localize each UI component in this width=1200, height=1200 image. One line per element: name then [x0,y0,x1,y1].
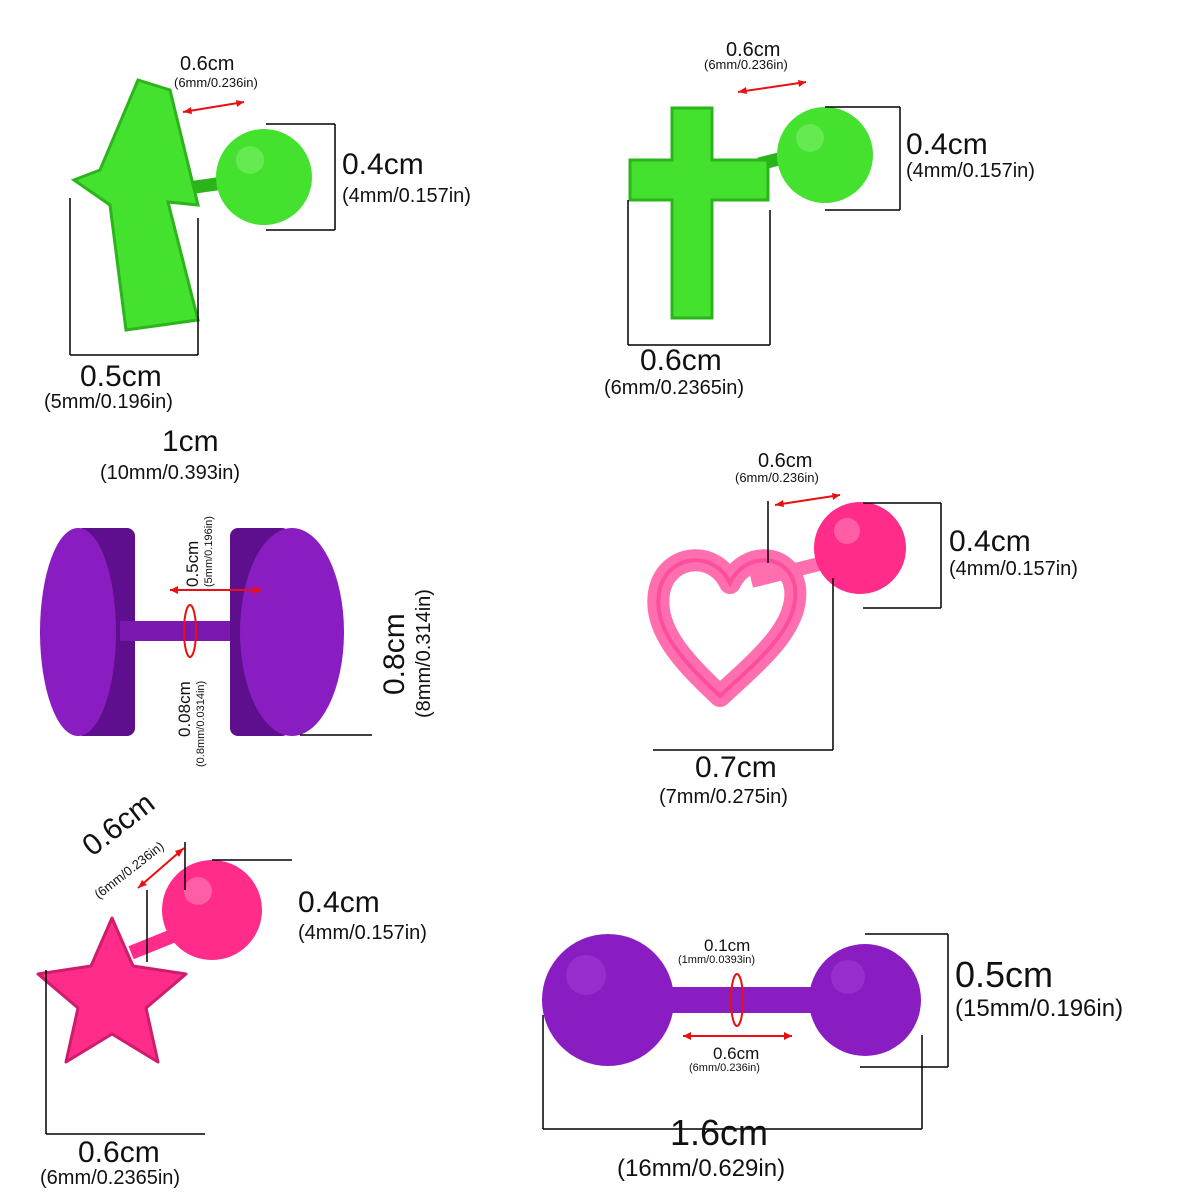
heart-right-sub: (4mm/0.157in) [949,558,1078,580]
cross-bottom-label: 0.6cm [640,344,722,377]
cross-icon [627,80,901,346]
lightning-top-label: 0.6cm [180,53,235,75]
cross-top-sub: (6mm/0.236in) [704,57,788,72]
plug-inner-top-sub: (5mm/0.196in) [203,516,215,587]
cross-right-sub: (4mm/0.157in) [906,160,1035,182]
panel-cross: 0.6cm (6mm/0.236in) 0.4cm (4mm/0.157in) … [600,40,1075,412]
plug-top-label: 1cm [162,425,219,458]
heart-bottom-label: 0.7cm [695,751,777,784]
plug-right-label: 0.8cm [378,613,411,695]
barbell-inner-top-label: 0.1cm [704,936,751,955]
cross-top-label: 0.6cm [726,39,781,61]
barbell-icon [542,933,949,1130]
panel-heart: 0.6cm (6mm/0.236in) 0.4cm (4mm/0.157in) … [625,423,1115,808]
cross-bottom-sub: (6mm/0.2365in) [604,377,745,399]
lightning-bottom-sub: (5mm/0.196in) [44,391,173,413]
plug-top-sub: (10mm/0.393in) [100,462,241,484]
heart-icon [647,493,942,751]
barbell-bottom-label: 1.6cm [670,1112,769,1153]
plug-inner-bottom-sub: (0.8mm/0.0314in) [195,680,207,767]
star-right-sub: (4mm/0.157in) [298,922,427,944]
lightning-right-sub: (4mm/0.157in) [342,185,471,207]
barbell-bottom-sub: (16mm/0.629in) [617,1155,786,1182]
heart-top-label: 0.6cm [758,450,813,472]
panel-lightning: 0.6cm (6mm/0.236in) 0.4cm (4mm/0.157in) … [40,40,515,412]
panel-star: 0.6cm (6mm/0.236in) 0.4cm (4mm/0.157in) … [0,786,475,1200]
barbell-inner-top-sub: (1mm/0.0393in) [678,954,756,966]
heart-top-sub: (6mm/0.236in) [735,470,819,485]
lightning-bottom-label: 0.5cm [80,360,162,393]
plug-right-sub: (8mm/0.314in) [413,589,435,718]
plug-inner-top-label: 0.5cm [183,540,202,587]
panel-barbell: 0.1cm (1mm/0.0393in) 0.6cm (6mm/0.236in)… [520,895,1200,1200]
heart-right-label: 0.4cm [949,525,1031,558]
barbell-inner-bottom-label: 0.6cm [713,1044,760,1063]
lightning-right-label: 0.4cm [342,148,424,181]
plug-inner-bottom-label: 0.08cm [175,681,194,737]
panel-plug: 1cm (10mm/0.393in) 0.5cm (5mm/0.196in) 0… [0,415,460,785]
star-right-label: 0.4cm [298,886,380,919]
cross-right-label: 0.4cm [906,128,988,161]
lightning-bolt-icon [69,78,336,356]
star-bottom-sub: (6mm/0.2365in) [40,1167,181,1189]
barbell-inner-bottom-sub: (6mm/0.236in) [689,1062,760,1074]
star-bottom-label: 0.6cm [78,1136,160,1169]
barbell-right-sub: (15mm/0.196in) [955,995,1124,1022]
flesh-tunnel-plug-icon [40,528,372,736]
lightning-top-sub: (6mm/0.236in) [174,75,258,90]
barbell-right-label: 0.5cm [955,954,1054,995]
star-icon [36,842,292,1135]
heart-bottom-sub: (7mm/0.275in) [659,786,788,808]
